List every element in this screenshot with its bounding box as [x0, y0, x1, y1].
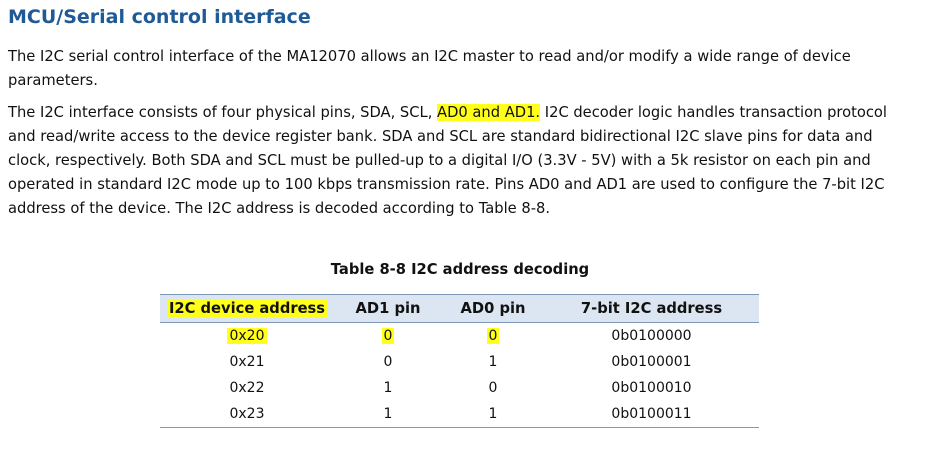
intro-paragraph: The I2C serial control interface of the … [8, 48, 851, 89]
header-ad0-pin: AD0 pin [442, 294, 544, 323]
section-title: MCU/Serial control interface [8, 6, 311, 28]
cell-ad0-pin: 1 [442, 401, 544, 428]
paragraph-text-end: I2C decoder logic handles transaction pr… [8, 104, 887, 217]
header-7bit-address: 7-bit I2C address [544, 294, 759, 323]
cell-ad0-value: 0 [486, 328, 500, 344]
table-row: 0x23 1 1 0b0100011 [160, 401, 759, 428]
header-device-address-label: I2C device address [166, 300, 328, 317]
header-ad1-pin: AD1 pin [334, 294, 442, 323]
cell-7bit-address: 0b0100011 [544, 401, 759, 428]
cell-ad0-pin: 0 [442, 323, 544, 350]
paragraph-text-start: The I2C interface consists of four physi… [8, 104, 438, 121]
cell-7bit-address: 0b0100001 [611, 354, 692, 370]
cell-device-address: 0x20 [160, 323, 334, 350]
table-row: 0x21 0 1 0b0100001 [160, 349, 759, 375]
table-row: 0x22 1 0 0b0100010 [160, 375, 759, 401]
interface-paragraph: The I2C interface consists of four physi… [8, 101, 913, 221]
table-caption: Table 8-8 I2C address decoding [330, 261, 590, 278]
cell-7bit-address: 0b0100000 [611, 328, 692, 344]
cell-ad0-pin: 1 [488, 354, 498, 370]
header-device-address: I2C device address [160, 294, 334, 323]
cell-ad1-pin: 1 [334, 401, 442, 428]
cell-ad1-pin: 0 [383, 354, 393, 370]
i2c-address-table: I2C device address AD1 pin AD0 pin 7-bit… [160, 294, 759, 428]
cell-device-address-value: 0x20 [227, 328, 267, 344]
cell-device-address: 0x21 [229, 354, 265, 370]
cell-device-address: 0x23 [160, 401, 334, 428]
highlighted-pins-text: AD0 and AD1. [437, 104, 541, 121]
cell-ad1-pin: 0 [334, 323, 442, 350]
cell-ad1-pin: 1 [383, 380, 393, 396]
table-header-row: I2C device address AD1 pin AD0 pin 7-bit… [160, 294, 759, 323]
cell-device-address: 0x22 [229, 380, 265, 396]
cell-ad1-value: 0 [381, 328, 395, 344]
table-row: 0x20 0 0 0b0100000 [160, 323, 759, 350]
cell-ad0-pin: 0 [488, 380, 498, 396]
cell-7bit-address: 0b0100010 [611, 380, 692, 396]
